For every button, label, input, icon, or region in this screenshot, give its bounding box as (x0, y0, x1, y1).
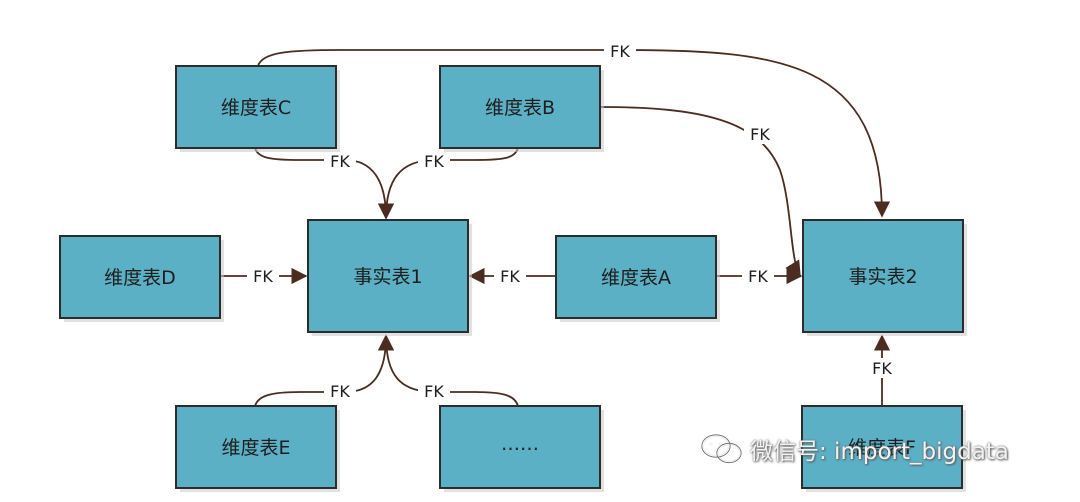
edge-dim-f-to-fact-2: FK (866, 334, 898, 406)
table-label: 维度表C (221, 97, 291, 119)
edge-dim-b-to-fact-1: FK (377, 147, 519, 220)
edge-dim-more-to-fact-1: FK (377, 334, 519, 407)
table-label: …… (501, 433, 539, 455)
table-box-dim-f: 维度表F (801, 405, 966, 492)
edge-label: FK (500, 267, 520, 286)
table-label: 事实表1 (353, 266, 422, 288)
watermark: 微信号: import_bigdata (700, 432, 1009, 466)
table-box-fact-2: 事实表2 (802, 219, 967, 336)
table-box-dim-a: 维度表A (555, 235, 720, 322)
table-box-dim-c: 维度表C (175, 65, 340, 152)
table-label: 维度表E (221, 437, 290, 459)
table-box-dim-e: 维度表E (175, 405, 340, 492)
edge-dim-a-to-fact-2: FK (716, 266, 803, 286)
edge-dim-c-to-fact-1: FK (254, 147, 395, 220)
edge-label: FK (872, 359, 892, 378)
edge-label: FK (424, 382, 444, 401)
edges-layer: FK FK FK FK FK FK FK (220, 41, 898, 407)
edge-label: FK (750, 125, 770, 144)
edge-label: FK (424, 152, 444, 171)
edge-dim-e-to-fact-1: FK (254, 334, 395, 407)
edge-label: FK (330, 152, 350, 171)
edge-dim-b-to-fact-2: FK (599, 106, 801, 278)
edge-label: FK (330, 382, 350, 401)
table-box-dim-b: 维度表B (439, 65, 604, 152)
boxes-layer: 维度表C 维度表B 维度表D 事实表1 维度表A 事实表2 (59, 65, 967, 492)
edge-label: FK (253, 267, 273, 286)
table-label: 维度表A (601, 267, 671, 289)
table-box-dim-more: …… (439, 405, 604, 492)
edge-label: FK (748, 267, 768, 286)
table-label: 事实表2 (848, 266, 917, 288)
table-box-fact-1: 事实表1 (307, 219, 472, 336)
edge-dim-a-to-fact-1: FK (468, 266, 556, 286)
watermark-text: 微信号: import_bigdata (750, 439, 1009, 465)
table-label: 维度表D (104, 267, 176, 289)
table-label: 维度表F (848, 437, 916, 459)
edge-dim-c-to-fact-2: FK (257, 41, 891, 218)
wechat-icon (701, 434, 742, 464)
edge-label: FK (610, 42, 630, 61)
table-label: 维度表B (485, 97, 555, 119)
edge-dim-d-to-fact-1: FK (220, 266, 308, 286)
table-box-dim-d: 维度表D (59, 235, 224, 322)
